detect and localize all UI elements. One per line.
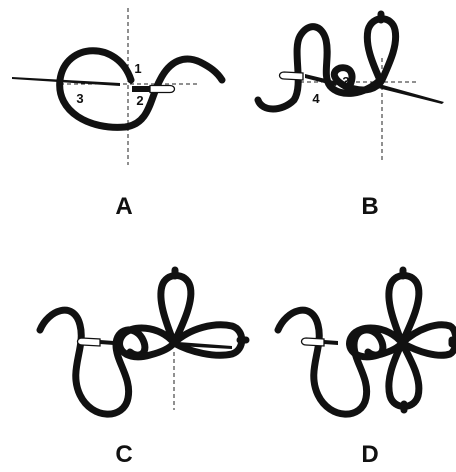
needle [12,77,120,86]
panel-label-c: C [115,441,132,468]
panel-label-b: B [361,193,378,220]
point-label-3: 3 [342,74,349,89]
panel-label-a: A [115,193,132,220]
panel-d: D [278,270,456,468]
point-label-1: 1 [134,61,141,76]
point-label-2: 2 [136,93,143,108]
panel-a: 1 2 3 A [12,8,222,220]
cord [40,310,145,414]
right-loop [174,325,242,355]
panel-b: 3 4 B [258,14,444,220]
panel-label-d: D [361,441,378,468]
point-label-3: 3 [76,91,83,106]
panel-c: C [40,270,246,468]
cord [258,19,396,109]
needle [78,338,233,349]
point-label-4: 4 [312,91,320,106]
needle [302,338,339,346]
needle-eye [132,86,175,93]
